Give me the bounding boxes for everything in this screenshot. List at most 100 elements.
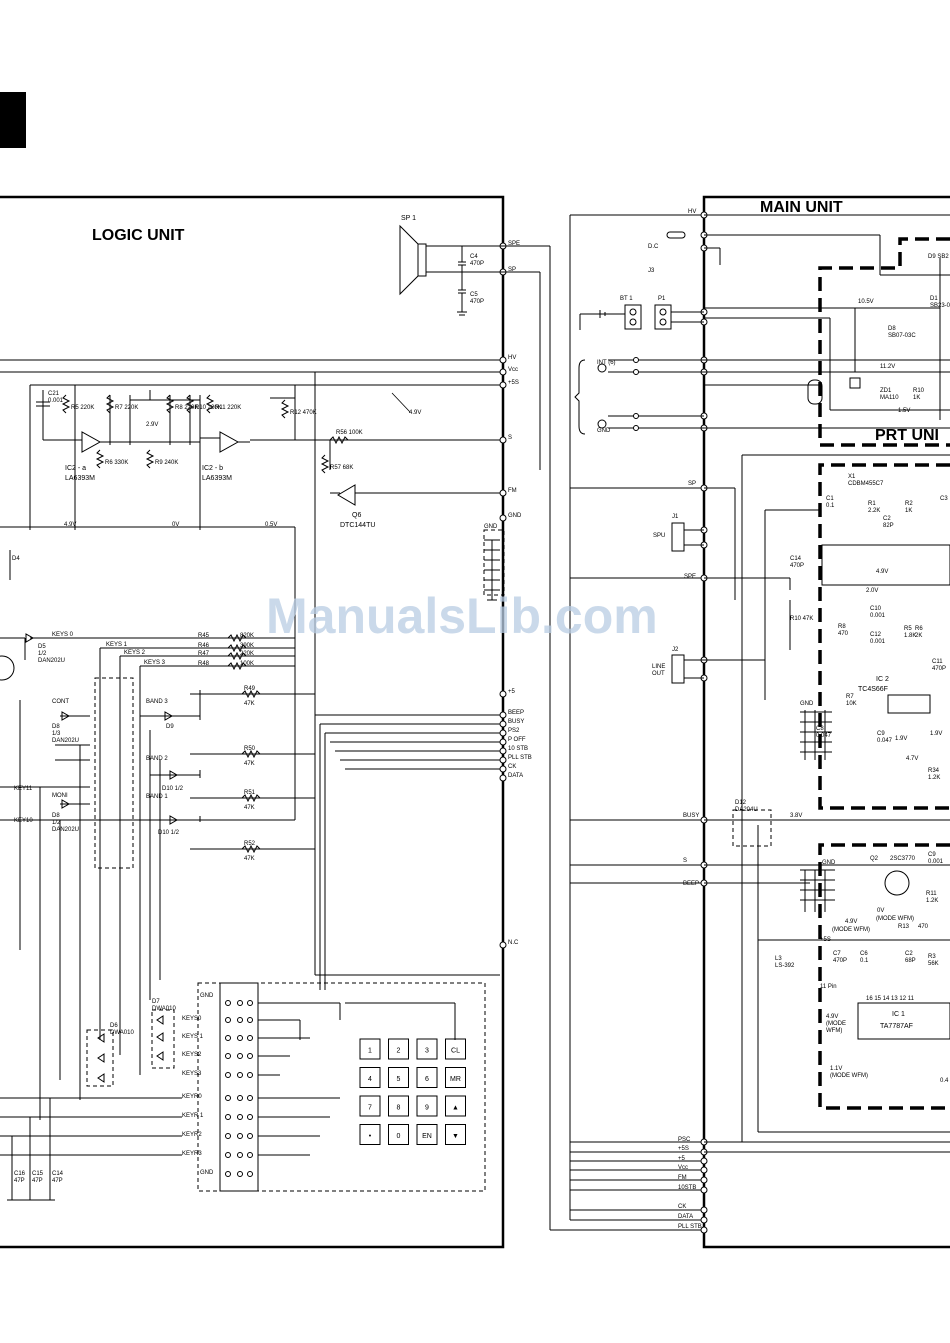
main-connector-node: [700, 1186, 708, 1194]
label-spu: SPU: [653, 533, 665, 539]
keypad-key-label: ▲: [452, 1105, 459, 1112]
keypad-key-label: •: [369, 1133, 372, 1140]
keypad-key: [388, 1095, 409, 1117]
r47-label: R47: [198, 651, 210, 657]
jack-j2: [671, 654, 704, 684]
keypad-key-label: 4: [368, 1076, 372, 1083]
key-connector-pin: [237, 1053, 243, 1059]
ic2a-name: IC2 - a: [65, 465, 86, 472]
logic-connector-label: +5S: [508, 380, 519, 386]
resistor-r6: [95, 449, 105, 469]
key-connector-pin: [247, 1072, 253, 1078]
resistor-r11: [205, 394, 215, 414]
keyconn-keys1: KEYS 1: [182, 1034, 204, 1040]
transistor-q6: [337, 484, 356, 506]
key-connector: [225, 1000, 253, 1177]
label-j2: J2: [672, 647, 679, 653]
logic-connector-label: SPE: [508, 241, 520, 247]
label-band2: BAND 2: [146, 756, 168, 762]
volt-4-9v-mid: 4.9V: [64, 522, 76, 528]
resistor-r8-label: R8 220K: [175, 405, 198, 411]
keypad-key: [388, 1124, 409, 1145]
label-q2: Q2: [870, 856, 879, 862]
logic-gnd-block: [483, 529, 505, 601]
volt-0-5v: 0.5V: [265, 522, 277, 528]
resistor-r57-label: R57 68K: [330, 465, 353, 471]
prt-unit-title: PRT UNI: [875, 427, 939, 444]
label-1-1v: 1.1V(MODE WFM): [830, 1066, 868, 1079]
label-j1: J1: [672, 514, 679, 520]
jack-j1: [671, 522, 704, 552]
volt-1-9v-b: 1.9V: [930, 731, 942, 737]
label-beep-main: BEEP: [683, 881, 699, 887]
label-11pin: 11 Pin: [820, 984, 837, 990]
keypad-key: [445, 1067, 466, 1088]
label-r13-value: 470: [918, 924, 929, 930]
logic-connector-label: N.C: [508, 940, 519, 946]
ic2b-name: IC2 - b: [202, 465, 223, 472]
logic-unit-title: LOGIC UNIT: [92, 227, 185, 244]
label-int: INT (6): [597, 360, 616, 366]
r50-label: R50: [244, 746, 256, 752]
ic2b-part: LA6393M: [202, 475, 232, 482]
logic-connector-label: CK: [508, 764, 516, 770]
keypad-key-label: 9: [425, 1105, 429, 1112]
label-gnd-main: GND: [597, 428, 611, 434]
keypad-key-label: 7: [368, 1105, 372, 1112]
keypad-key-label: 6: [425, 1076, 429, 1083]
keyconn-gnd-bottom: GND: [200, 1170, 214, 1176]
ic2-main-body: [887, 694, 931, 714]
keypad-key: [388, 1067, 409, 1088]
bus-psc: PSC: [678, 1137, 691, 1143]
key-connector-pin: [247, 1171, 253, 1177]
logic-connector-label: DATA: [508, 773, 523, 779]
key-connector-body: [219, 982, 259, 1192]
label-keys0: KEYS 0: [52, 632, 74, 638]
label-sp-main: SP: [688, 481, 696, 487]
logic-connector-label: SP: [508, 267, 516, 273]
bus-10stb: 10STB: [678, 1185, 696, 1191]
label-p5s-rx: +5S: [820, 937, 831, 943]
logic-connector-label: P OFF: [508, 737, 526, 743]
resistor-r11-label: R11 220K: [215, 405, 241, 411]
r47-value: 220K: [240, 651, 254, 657]
bus-data: DATA: [678, 1214, 693, 1220]
key-connector-pin: [225, 1095, 231, 1101]
keys-resistor-symbols: [227, 633, 261, 854]
main-connector-node: [700, 1206, 708, 1214]
keyconn-keys2: KEYS2: [182, 1052, 202, 1058]
bus-5s: +5S: [678, 1146, 689, 1152]
keyconn-keys3: KEYS3: [182, 1071, 202, 1077]
logic-connector-label: 10 STB: [508, 746, 528, 752]
key-connector-pin: [247, 1035, 253, 1041]
key-connector-pin: [225, 1053, 231, 1059]
keypad-key-label: EN: [422, 1133, 432, 1140]
keyconn-keyr0: KEYR0: [182, 1094, 202, 1100]
key-connector-pin: [247, 1152, 253, 1158]
logic-dashed-switch-block: [94, 677, 134, 869]
keypad-key: [359, 1095, 381, 1117]
resistor-r9-label: R9 240K: [155, 460, 178, 466]
key-connector-pin: [237, 1035, 243, 1041]
keypad-diodes: [97, 1015, 164, 1083]
resistor-r5: [61, 394, 71, 414]
label-busy-main: BUSY: [683, 813, 699, 819]
bus-ck: CK: [678, 1204, 686, 1210]
key-connector-pin: [247, 1095, 253, 1101]
volt-11-2v: 11.2V: [880, 364, 895, 370]
key-connector-pin: [247, 1053, 253, 1059]
page-tab-marker: [0, 92, 26, 148]
main-connector-node: [700, 1216, 708, 1224]
resistor-r12-label: R12 470K: [290, 410, 317, 416]
bottom-left-caps: [0, 1097, 182, 1201]
speaker-symbol: [399, 224, 500, 316]
